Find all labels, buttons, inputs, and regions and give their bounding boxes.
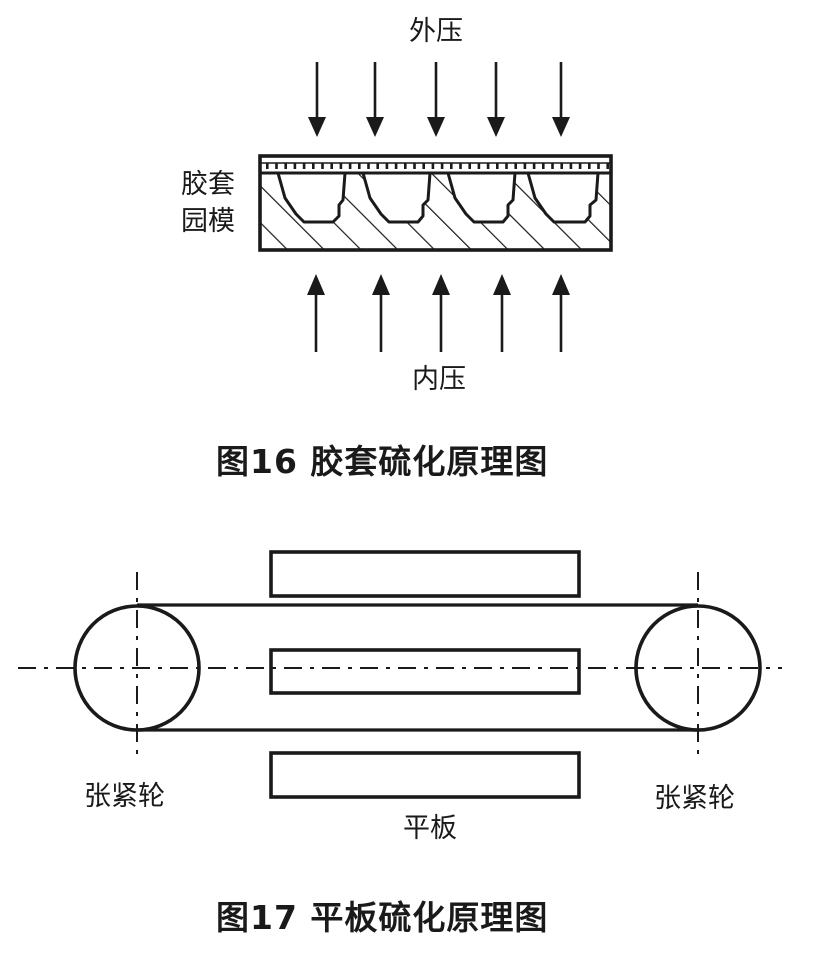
sleeve-tooth [367, 163, 370, 169]
down-arrow-icon [308, 62, 326, 137]
right-tension-wheel [634, 604, 762, 732]
sleeve-tooth [376, 163, 379, 169]
sleeve-tooth [385, 163, 389, 169]
figure-17 [18, 550, 782, 799]
sleeve-tooth [339, 163, 343, 169]
external-pressure-arrows [308, 62, 570, 137]
figure-16-caption: 图16 胶套硫化原理图 [216, 442, 549, 481]
internal-pressure-arrows [307, 274, 570, 352]
sleeve-tooth [505, 163, 508, 169]
sleeve-tooth [588, 163, 591, 169]
sleeve-tooth [358, 163, 361, 169]
up-arrow-icon [552, 274, 570, 352]
down-arrow-icon [366, 62, 384, 137]
sleeve-tooth [477, 163, 481, 169]
sleeve-tooth [422, 163, 425, 169]
sleeve-tooth [514, 163, 517, 169]
left-tension-wheel-label: 张紧轮 [84, 781, 165, 812]
sleeve-tooth [468, 163, 471, 169]
top-plate [269, 550, 581, 598]
sleeve-tooth [321, 163, 324, 169]
sleeve-tooth [542, 163, 545, 169]
sleeve-tooth [404, 163, 407, 169]
sleeve-mold-block [258, 154, 613, 252]
external-pressure-label: 外压 [409, 16, 463, 47]
sleeve-tooth [330, 163, 333, 169]
sleeve-tooth [348, 163, 352, 169]
mold-cavity [526, 171, 600, 224]
sleeve-tooth [431, 163, 435, 169]
sleeve-tooth [606, 163, 609, 169]
sleeve-tooth [312, 163, 315, 169]
sleeve-tooth [532, 163, 536, 169]
right-tension-wheel-label: 张紧轮 [654, 783, 735, 814]
round-mold-label: 园模 [181, 206, 235, 237]
up-arrow-icon [432, 274, 450, 352]
sleeve-tooth [302, 163, 306, 169]
down-arrow-icon [487, 62, 505, 137]
sleeve-tooth [523, 163, 527, 169]
sleeve-tooth [275, 163, 278, 169]
middle-plate [269, 648, 581, 695]
figure-17-caption: 图17 平板硫化原理图 [216, 898, 549, 937]
down-arrow-icon [427, 62, 445, 137]
sleeve-tooth [459, 163, 462, 169]
sleeve-tooth [394, 163, 398, 169]
figure-16 [258, 62, 613, 352]
down-arrow-icon [552, 62, 570, 137]
internal-pressure-label: 内压 [412, 364, 466, 395]
up-arrow-icon [372, 274, 390, 352]
up-arrow-icon [307, 274, 325, 352]
sleeve-label: 胶套 [181, 169, 235, 200]
mold-cavity [361, 171, 432, 224]
sleeve-tooth [450, 163, 453, 169]
sleeve-tooth [551, 163, 554, 169]
sleeve-tooth [266, 163, 269, 169]
sleeve-tooth [440, 163, 444, 169]
sleeve-tooth [597, 163, 600, 169]
sleeve-tooth [496, 163, 499, 169]
bottom-plate [269, 751, 581, 799]
left-tension-wheel [73, 604, 201, 732]
sleeve-tooth [560, 163, 563, 169]
mold-cavity [276, 171, 347, 224]
sleeve-tooth [578, 163, 582, 169]
mold-cavity [446, 171, 517, 224]
up-arrow-icon [493, 274, 511, 352]
mold-cavities [276, 171, 600, 224]
sleeve-tooth [293, 163, 297, 169]
sleeve-tooth [284, 163, 287, 169]
plate-label: 平板 [403, 813, 457, 844]
sleeve-tooth [569, 163, 573, 169]
sleeve-tooth [413, 163, 416, 169]
sleeve-tooth [486, 163, 490, 169]
